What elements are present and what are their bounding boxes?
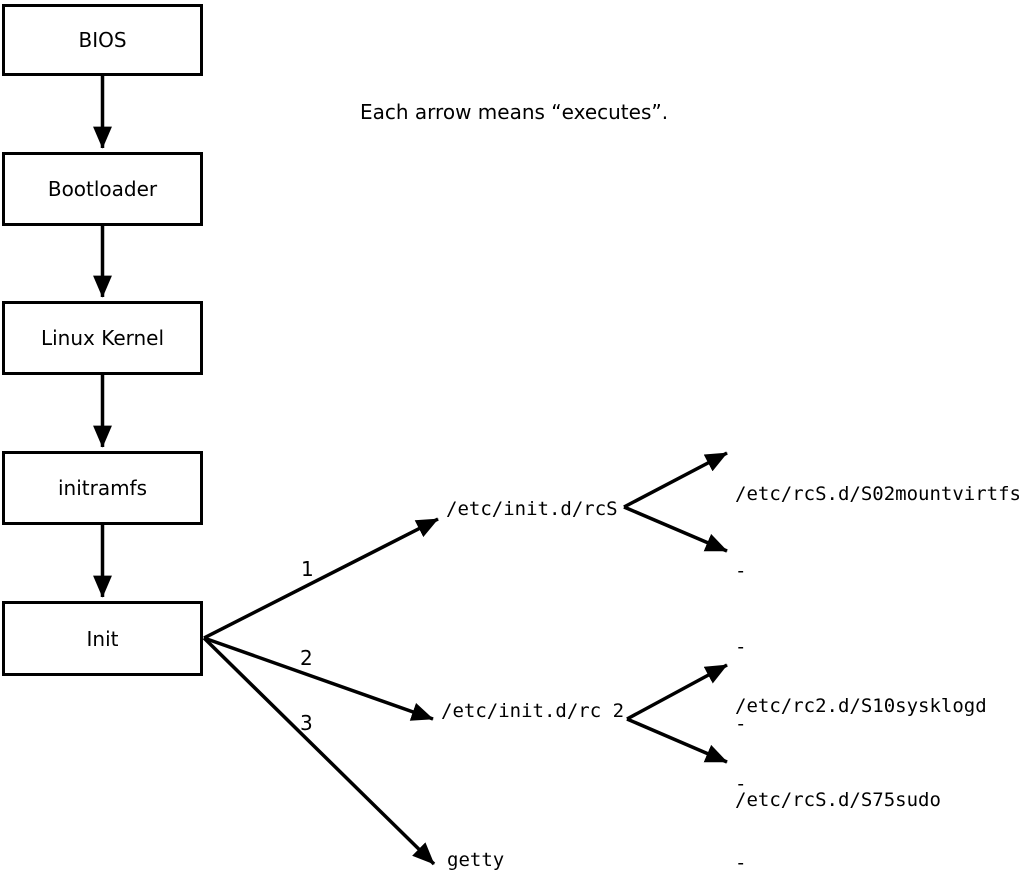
arrow-init-rc2 bbox=[203, 636, 434, 721]
flow-box-label: initramfs bbox=[57, 476, 148, 500]
flow-box-init: Init bbox=[2, 601, 203, 676]
target-label-rc2: /etc/init.d/rc 2 bbox=[441, 700, 625, 722]
rcs-scripts-list: /etc/rcS.d/S02mountvirtfs - - - /etc/rcS… bbox=[735, 431, 1021, 865]
flow-box-label: Linux Kernel bbox=[40, 326, 165, 350]
branch-number-2: 2 bbox=[300, 646, 313, 670]
script-list-ellipsis-dash: - bbox=[735, 773, 747, 796]
flow-box-label: BIOS bbox=[78, 28, 127, 52]
script-list-ellipsis-dash: - bbox=[735, 559, 747, 582]
flow-box-initramfs: initramfs bbox=[2, 451, 203, 525]
flow-box-bios: BIOS bbox=[2, 4, 203, 76]
script-list-line: /etc/rc2.d/S10sysklogd bbox=[735, 694, 987, 717]
note-text: Each arrow means “executes”. bbox=[360, 100, 669, 124]
target-label-getty: getty bbox=[447, 849, 505, 871]
arrow-init-getty bbox=[202, 636, 436, 866]
arrow-rcs-last-script bbox=[623, 505, 728, 553]
arrow-rc2-last-script bbox=[626, 717, 728, 764]
arrow-rcs-first-script bbox=[623, 451, 728, 509]
flow-box-linux-kernel: Linux Kernel bbox=[2, 301, 203, 375]
script-list-line: /etc/rcS.d/S02mountvirtfs bbox=[735, 483, 1021, 505]
arrow-rc2-first-script bbox=[626, 663, 728, 721]
arrow-init-rcs bbox=[203, 517, 439, 640]
script-list-ellipsis-dash: - bbox=[735, 852, 747, 875]
flow-box-label: Init bbox=[86, 626, 119, 651]
script-list-ellipsis-dash: - bbox=[735, 712, 747, 735]
target-label-rcs: /etc/init.d/rcS bbox=[446, 498, 618, 520]
branch-number-1: 1 bbox=[301, 557, 314, 581]
rc2-scripts-list: /etc/rc2.d/S10sysklogd - - - /etc/rc2.d/… bbox=[735, 640, 987, 875]
flow-box-bootloader: Bootloader bbox=[2, 152, 203, 226]
script-list-line: /etc/rcS.d/S75sudo bbox=[735, 789, 941, 811]
script-list-ellipsis-dash: - bbox=[735, 636, 747, 658]
branch-number-3: 3 bbox=[300, 711, 313, 735]
flow-box-label: Bootloader bbox=[47, 177, 158, 201]
